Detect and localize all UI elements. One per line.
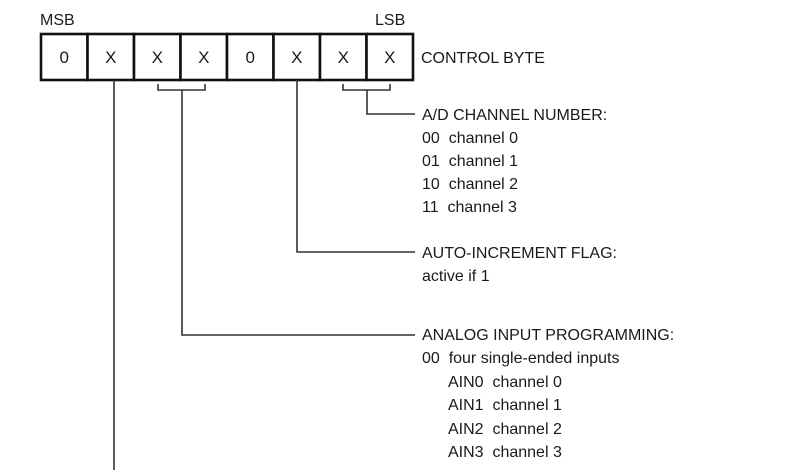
analog-input-title: ANALOG INPUT PROGRAMMING:	[422, 327, 674, 344]
bit-box	[225, 32, 275, 82]
bit-box	[86, 32, 136, 82]
ad-channel-line: 10 channel 2	[422, 176, 518, 193]
lsb-label: LSB	[375, 12, 405, 29]
bit-box	[365, 32, 415, 82]
bit-value: 0	[246, 48, 255, 67]
control-byte-label: CONTROL BYTE	[421, 50, 545, 67]
auto-increment-connector	[296, 80, 415, 253]
bit-boxes: 0 X X X 0 X X X	[39, 32, 415, 82]
bit-value: X	[152, 48, 163, 67]
bit-value: X	[105, 48, 116, 67]
analog-input-mode: 00 four single-ended inputs	[422, 350, 619, 367]
analog-input-bracket	[157, 84, 415, 336]
analog-input-line: AIN2 channel 2	[448, 421, 562, 438]
msb-label: MSB	[40, 12, 75, 29]
bit-box	[39, 32, 89, 82]
ad-channel-line: 00 channel 0	[422, 130, 518, 147]
auto-increment-line: active if 1	[422, 268, 490, 285]
analog-input-line: AIN0 channel 0	[448, 374, 562, 391]
bit-value: X	[384, 48, 395, 67]
auto-increment-title: AUTO-INCREMENT FLAG:	[422, 245, 617, 262]
ad-channel-line: 01 channel 1	[422, 153, 518, 170]
analog-input-line: AIN3 channel 3	[448, 444, 562, 461]
analog-input-line: AIN1 channel 1	[448, 397, 562, 414]
ad-channel-line: 11 channel 3	[422, 199, 517, 216]
ad-channel-title: A/D CHANNEL NUMBER:	[422, 107, 607, 124]
bit-value: X	[291, 48, 302, 67]
bit-value: X	[338, 48, 349, 67]
bit-value: 0	[60, 48, 69, 67]
bit-box	[132, 32, 182, 82]
bit-value: X	[198, 48, 209, 67]
bit-box	[318, 32, 368, 82]
channel-number-bracket	[342, 84, 415, 115]
